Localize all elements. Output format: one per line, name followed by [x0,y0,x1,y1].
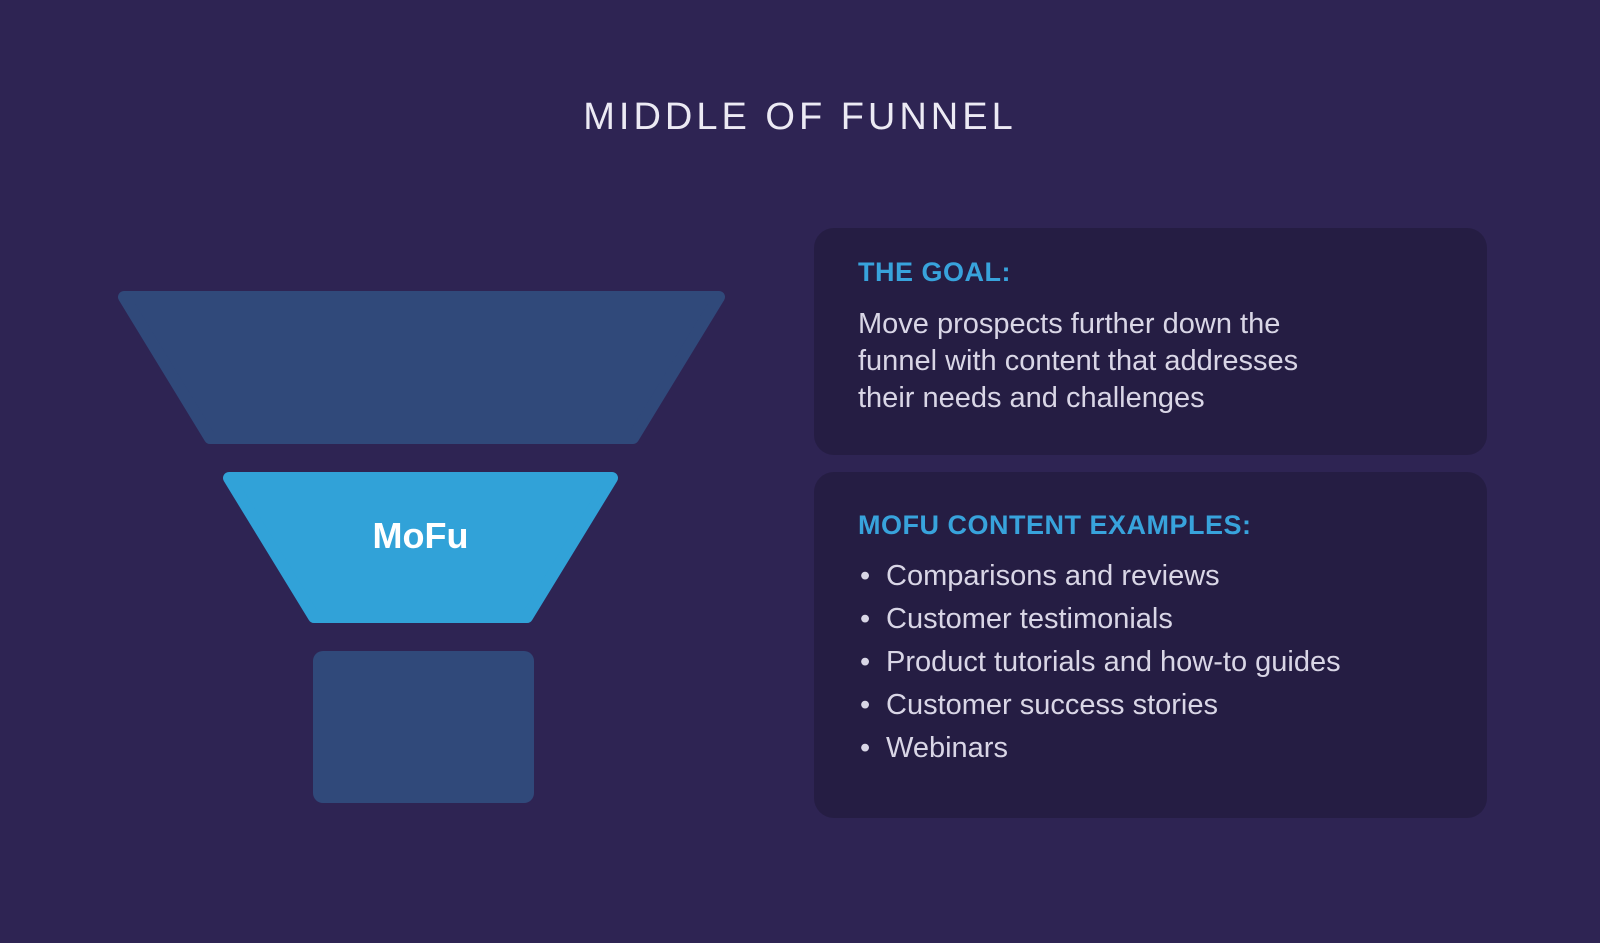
list-item: Webinars [858,727,1443,770]
page-title: MIDDLE OF FUNNEL [583,96,1017,138]
goal-body: Move prospects further down the funnel w… [858,308,1299,414]
list-item: Customer success stories [858,684,1443,727]
examples-heading: MOFU CONTENT EXAMPLES: [858,510,1252,540]
funnel-middle-label: MoFu [372,515,469,556]
goal-card: THE GOAL: Move prospects further down th… [814,228,1487,455]
goal-heading: THE GOAL: [858,257,1011,287]
funnel-bottom-segment [313,651,534,803]
examples-card: MOFU CONTENT EXAMPLES: Comparisons and r… [814,472,1487,818]
list-item: Comparisons and reviews [858,555,1443,598]
funnel-top-segment [118,291,725,444]
list-item: Customer testimonials [858,598,1443,641]
list-item: Product tutorials and how-to guides [858,641,1443,684]
examples-list: Comparisons and reviews Customer testimo… [858,555,1443,770]
funnel-middle-segment [223,472,618,623]
